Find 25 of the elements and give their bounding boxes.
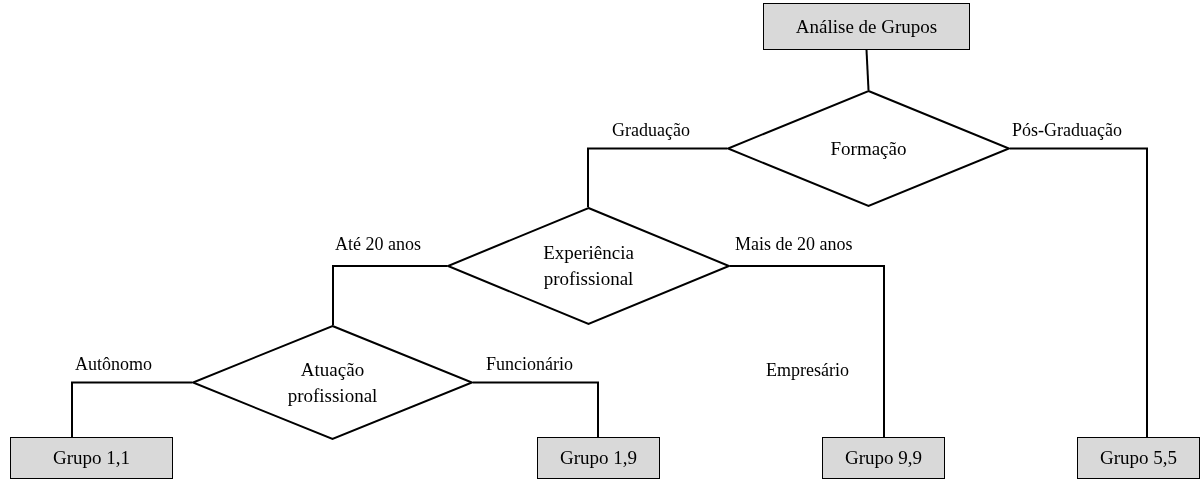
connector-line (472, 381, 599, 438)
decision-label: Experiência profissional (542, 241, 635, 291)
group-box: Grupo 1,9 (537, 437, 660, 479)
connector-line (332, 265, 448, 326)
connector-line (865, 49, 870, 91)
edge-label: Até 20 anos (335, 234, 421, 255)
edge-label: Autônomo (75, 354, 152, 375)
edge-label: Pós-Graduação (1012, 120, 1122, 141)
decision-label: Atuação profissional (286, 357, 379, 408)
connector-line (587, 147, 728, 208)
decision-diamond (727, 90, 1010, 207)
group-box: Grupo 9,9 (822, 437, 945, 479)
edge-label: Funcionário (486, 354, 573, 375)
branch-label: Empresário (766, 360, 849, 381)
decision-label: Formação (830, 136, 907, 161)
connector-line (71, 381, 193, 438)
decision-diamond (192, 325, 473, 440)
edge-label: Mais de 20 anos (735, 234, 853, 255)
connector-line (1009, 147, 1148, 438)
edge-label: Graduação (612, 120, 690, 141)
group-box: Análise de Grupos (763, 3, 970, 50)
group-box: Grupo 1,1 (10, 437, 173, 479)
group-box: Grupo 5,5 (1077, 437, 1200, 479)
connector-line (729, 265, 885, 438)
decision-diamond (447, 207, 730, 325)
